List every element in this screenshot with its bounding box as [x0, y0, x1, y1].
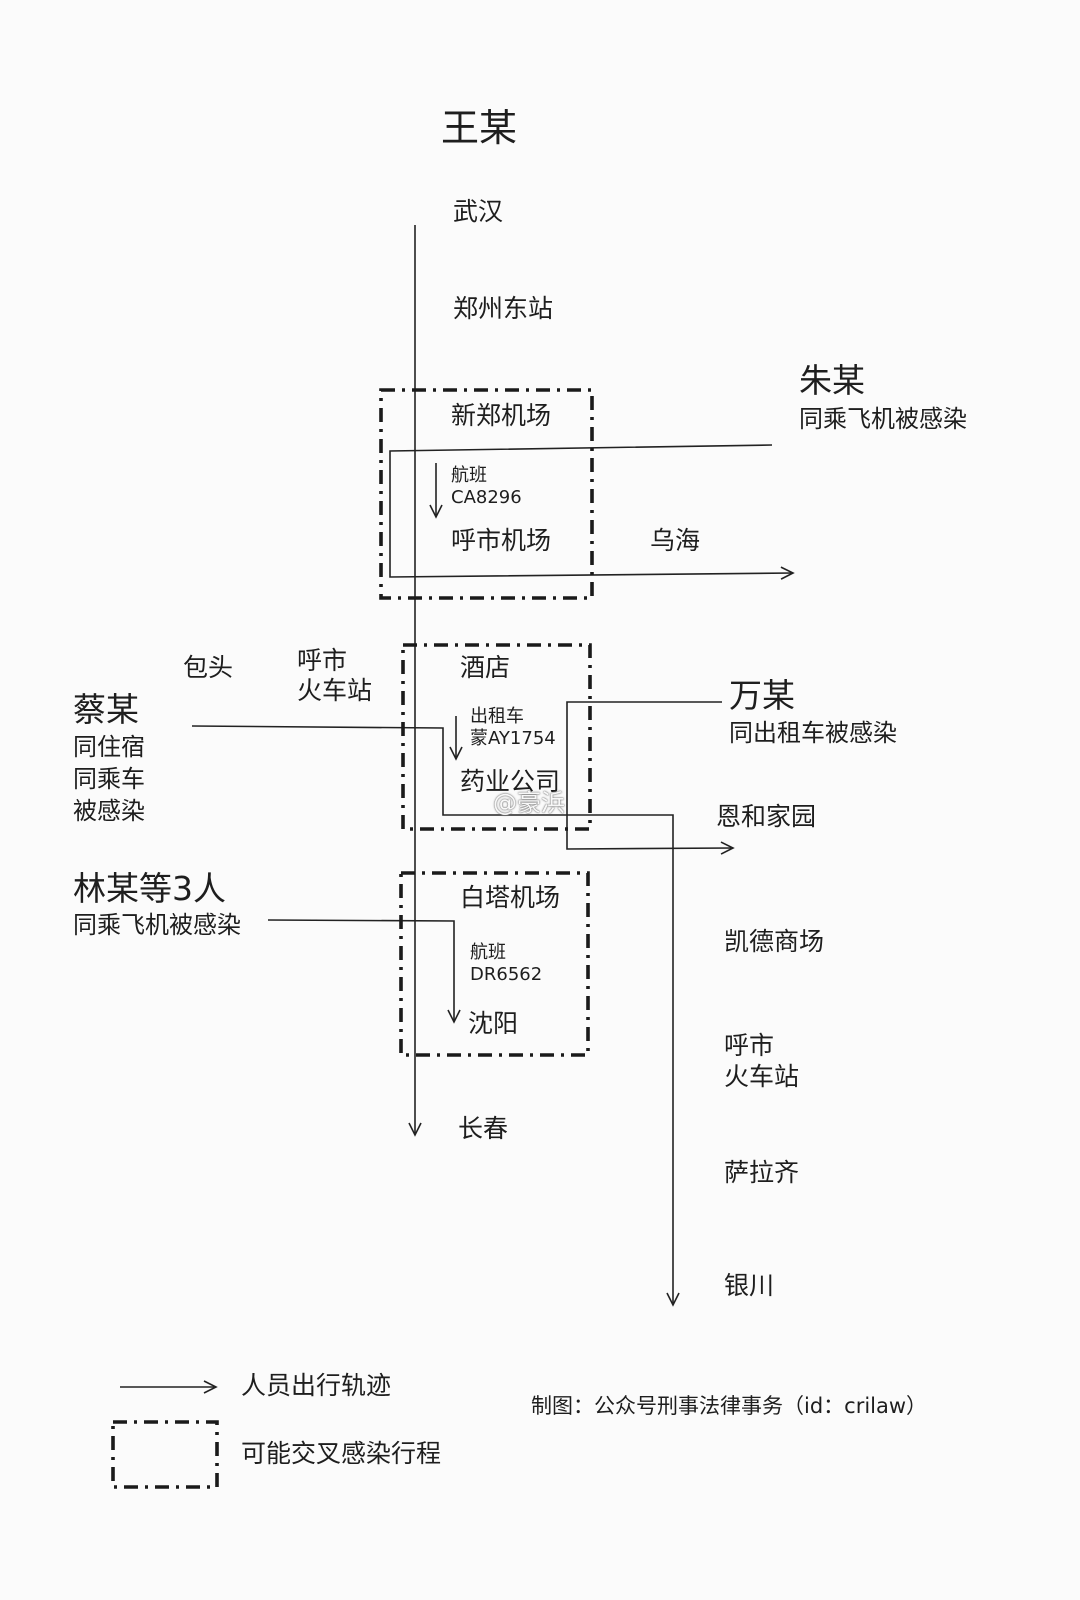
legend-track-label: 人员出行轨迹 — [241, 1371, 392, 1400]
zhu-name: 朱某 — [799, 361, 865, 400]
place-changchun: 长春 — [458, 1114, 509, 1143]
lin-note: 同乘飞机被感染 — [73, 911, 241, 939]
place-hushi: 呼市 — [297, 646, 348, 675]
place-train-station-2: 火车站 — [724, 1062, 800, 1091]
place-kaide-mall: 凯德商场 — [724, 927, 825, 956]
lin-trajectory-line — [267, 919, 461, 1024]
credit-text: 制图：公众号刑事法律事务（id：crilaw） — [531, 1394, 928, 1418]
place-wuhai: 乌海 — [650, 526, 701, 555]
wan-note: 同出租车被感染 — [729, 719, 897, 747]
flight1-code: CA8296 — [451, 487, 522, 508]
place-hotel: 酒店 — [460, 653, 511, 682]
wan-name: 万某 — [729, 676, 795, 715]
watermark: @豪浜 — [493, 789, 565, 817]
place-train-station: 火车站 — [297, 676, 373, 705]
flight1-label: 航班 — [451, 465, 487, 486]
cai-note-lodging: 同住宿 — [73, 733, 145, 761]
place-hushi-airport: 呼市机场 — [451, 526, 552, 555]
place-xinzheng-airport: 新郑机场 — [451, 401, 552, 430]
place-enhe-garden: 恩和家园 — [716, 802, 817, 831]
cai-name: 蔡某 — [73, 690, 139, 729]
cross-infection-zone-flight1 — [379, 388, 594, 600]
place-salaqi: 萨拉齐 — [724, 1158, 800, 1187]
place-yinchuan: 银川 — [724, 1271, 775, 1300]
cai-trajectory-line — [191, 725, 680, 1307]
place-baotou: 包头 — [183, 653, 234, 682]
flight2-code: DR6562 — [470, 964, 543, 985]
place-zhengzhou-east-station: 郑州东站 — [453, 294, 554, 323]
legend-zone-box — [111, 1420, 219, 1489]
cai-note-infected: 被感染 — [73, 797, 145, 825]
place-baita-airport: 白塔机场 — [460, 883, 561, 912]
cross-infection-zone-hotel — [401, 643, 592, 831]
taxi-label: 出租车 — [470, 706, 524, 727]
lin-name: 林某等3人 — [73, 869, 226, 908]
place-shenyang: 沈阳 — [468, 1009, 519, 1038]
legend-zone-label: 可能交叉感染行程 — [241, 1439, 442, 1468]
taxi-code: 蒙AY1754 — [470, 728, 556, 749]
zhu-note: 同乘飞机被感染 — [799, 405, 967, 433]
wang-name: 王某 — [441, 106, 518, 150]
place-pharma-company: 药业公司 — [460, 767, 561, 796]
place-wuhan: 武汉 — [453, 197, 504, 226]
cai-note-vehicle: 同乘车 — [73, 765, 145, 793]
cross-infection-zone-flight2 — [399, 871, 590, 1057]
wan-trajectory-line — [566, 701, 735, 855]
flight2-label: 航班 — [470, 942, 506, 963]
place-hushi-2: 呼市 — [724, 1031, 775, 1060]
